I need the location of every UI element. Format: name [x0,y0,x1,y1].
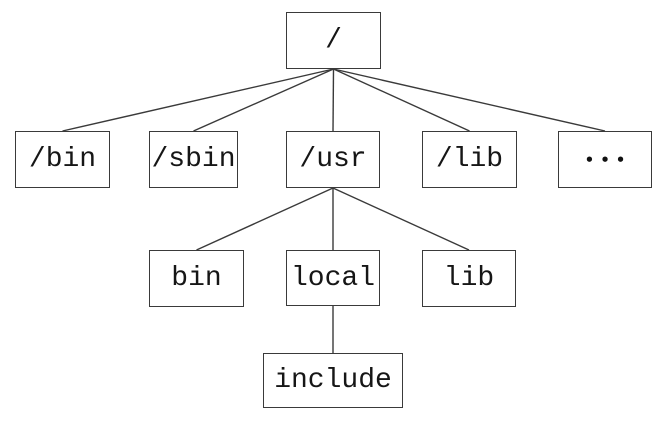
node-ellipsis: ••• [558,131,652,188]
edge-root-ellipsis [333,68,606,132]
node-usr-bin-label: bin [171,263,222,294]
edge-usr-lib [332,187,470,251]
node-bin: /bin [15,131,110,188]
node-root-label: / [325,25,342,56]
node-root: / [286,12,381,69]
node-usr: /usr [286,131,380,188]
node-usr-label: /usr [299,144,367,175]
node-usr-lib: lib [422,250,516,307]
node-usr-lib-label: lib [443,263,495,294]
node-lib-label: /lib [435,144,504,175]
node-include-label: include [274,365,392,396]
node-usr-local-label: local [290,262,375,294]
edge-root-sbin [193,68,334,132]
node-sbin-label: /sbin [151,144,236,175]
node-usr-bin: bin [149,250,244,307]
node-include: include [263,353,403,408]
node-bin-label: /bin [28,144,97,175]
ellipsis-dots: ••• [584,150,632,169]
node-lib: /lib [422,131,517,188]
edge-root-usr [332,68,335,132]
edge-root-bin [62,68,334,132]
edge-root-lib [333,68,470,132]
node-usr-local: local [286,250,380,306]
edge-usr-bin [196,187,334,251]
node-sbin: /sbin [149,131,238,188]
